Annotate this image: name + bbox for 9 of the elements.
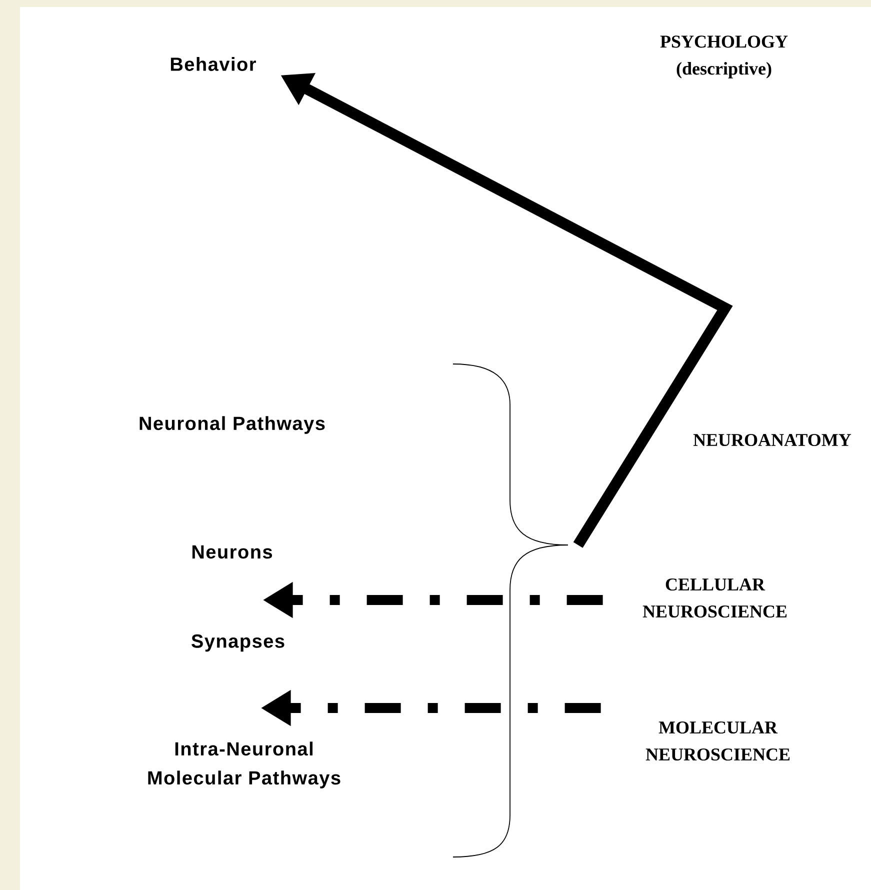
level-label: Neuronal Pathways (140, 416, 325, 434)
field-label: MOLECULAR NEUROSCIENCE (646, 721, 790, 761)
field-label: CELLULAR NEUROSCIENCE (642, 578, 787, 618)
level-label: Intra-Neuronal Molecular Pathways (148, 742, 340, 788)
field-label: PSYCHOLOGY (descriptive) (660, 36, 788, 78)
field-label: NEUROANATOMY (693, 434, 852, 446)
level-label: Synapses (192, 634, 284, 652)
level-label: Behavior (170, 57, 256, 71)
level-label: Neurons (192, 545, 272, 559)
